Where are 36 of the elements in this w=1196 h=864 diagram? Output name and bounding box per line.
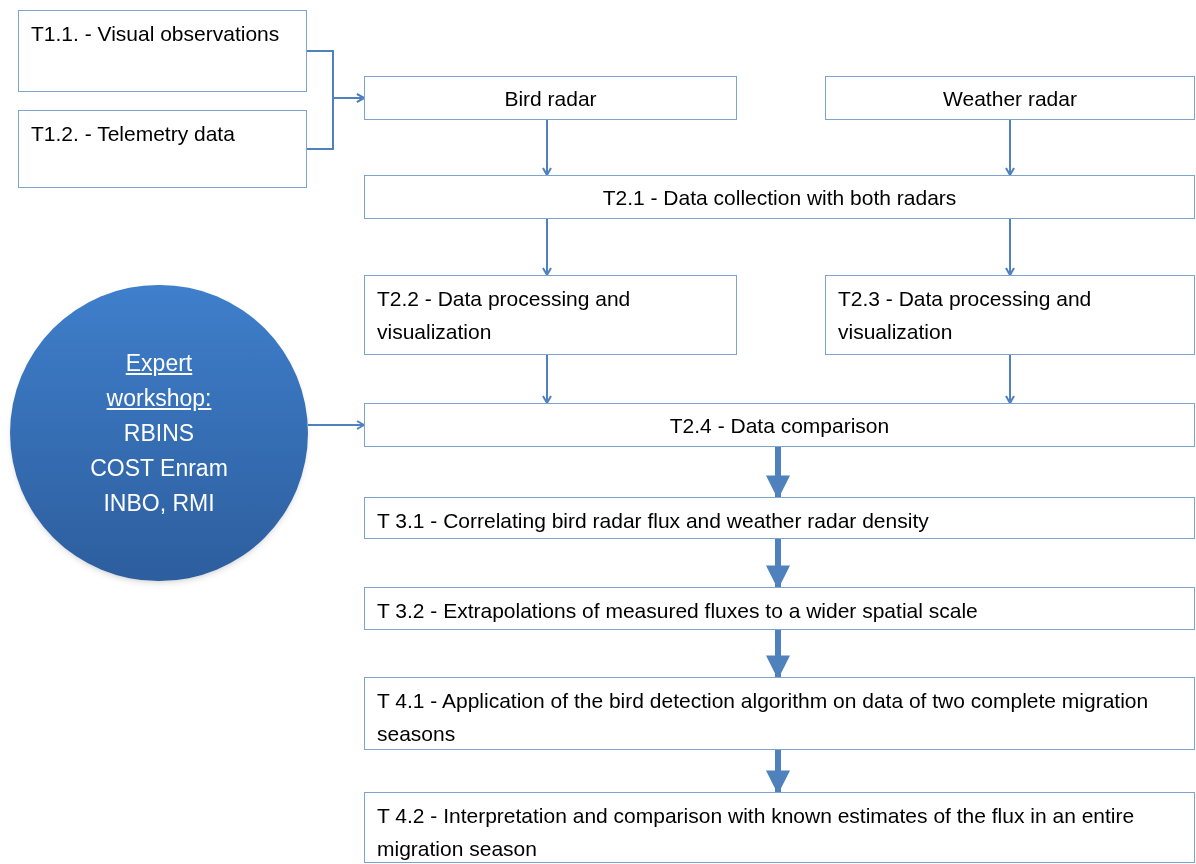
- task-box: [364, 175, 1195, 219]
- circle-heading: Expert workshop:: [105, 348, 213, 413]
- task-label: T1.1. - Visual observations: [31, 21, 281, 47]
- task-box: [364, 792, 1195, 863]
- circle-text: INBO, RMI: [103, 488, 215, 518]
- task-label: Bird radar: [504, 85, 597, 112]
- task-box: [825, 76, 1195, 120]
- arrow: [542, 218, 552, 276]
- circle-text: COST Enram: [90, 453, 228, 483]
- arrow: [1005, 218, 1015, 276]
- task-label: T 4.2 - Interpretation and comparison with known estimates of the flux in an entire migration season: [377, 803, 1136, 862]
- circle-text: RBINS: [123, 418, 195, 448]
- arrow: [306, 93, 365, 150]
- task-label: T 3.1 - Correlating bird radar flux and weather radar density: [377, 508, 930, 534]
- task-label: T 3.2 - Extrapolations of measured fluxes to a wider spatial scale: [377, 598, 979, 624]
- task-box: [18, 110, 307, 188]
- arrow: [542, 354, 552, 404]
- task-box: [364, 76, 737, 120]
- arrow: [307, 420, 365, 430]
- task-label: Weather radar: [943, 85, 1077, 112]
- task-label: T2.4 - Data comparison: [669, 412, 890, 439]
- task-label: T 4.1 - Application of the bird detection algorithm on data of two complete migration seasons: [377, 688, 1150, 747]
- arrow: [542, 119, 552, 176]
- task-label: T2.2 - Data processing and visualization: [377, 286, 632, 345]
- task-label: T1.2. - Telemetry data: [31, 121, 236, 147]
- task-label: T2.1 - Data collection with both radars: [602, 184, 957, 211]
- task-box: [364, 587, 1195, 630]
- task-box: [18, 10, 307, 92]
- task-box: [364, 677, 1195, 750]
- task-box: [364, 275, 737, 355]
- task-label: T2.3 - Data processing and visualization: [838, 286, 1093, 345]
- arrow: [1005, 354, 1015, 404]
- task-box: [825, 275, 1195, 355]
- task-box: [364, 403, 1195, 447]
- task-box: [364, 497, 1195, 539]
- arrow: [1005, 119, 1015, 176]
